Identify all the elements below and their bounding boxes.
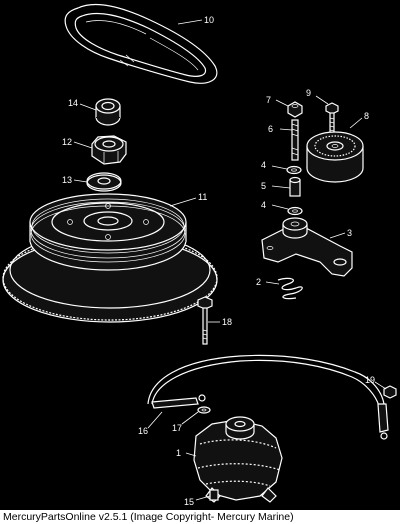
- callout-1: 1: [176, 448, 181, 458]
- callout-14: 14: [68, 98, 78, 108]
- cable-nut-part[interactable]: [383, 385, 397, 399]
- idler-bracket-part[interactable]: [261, 217, 353, 277]
- washer-part[interactable]: [86, 172, 122, 192]
- copyright-footer: MercuryPartsOnline v2.5.1 (Image Copyrig…: [0, 510, 400, 524]
- callout-4-lower: 4: [261, 200, 266, 210]
- callout-12: 12: [62, 137, 72, 147]
- callout-3: 3: [347, 228, 352, 238]
- spacer-bushing-part[interactable]: [95, 98, 121, 126]
- stud-part[interactable]: [291, 119, 299, 161]
- terminal-nut-part[interactable]: [197, 406, 211, 414]
- alternator-bolt-part[interactable]: [197, 296, 213, 345]
- callout-2: 2: [256, 277, 261, 287]
- callout-16: 16: [138, 426, 148, 436]
- callout-15: 15: [184, 497, 194, 507]
- idler-pulley-part[interactable]: [306, 131, 364, 183]
- small-nut-part[interactable]: [287, 101, 303, 118]
- callout-13: 13: [62, 175, 72, 185]
- callout-7: 7: [266, 95, 271, 105]
- callout-17: 17: [172, 423, 182, 433]
- callout-19: 19: [365, 375, 375, 385]
- spacer-sleeve-part[interactable]: [289, 176, 301, 197]
- callout-4-upper: 4: [261, 160, 266, 170]
- callout-5: 5: [261, 181, 266, 191]
- callout-8: 8: [364, 111, 369, 121]
- battery-cable-part[interactable]: [147, 354, 389, 440]
- spacer-washer-upper-part[interactable]: [286, 165, 302, 175]
- callout-11: 11: [198, 192, 207, 202]
- flywheel-part[interactable]: [2, 193, 218, 323]
- callout-18: 18: [222, 317, 232, 327]
- callout-10: 10: [204, 15, 214, 25]
- callout-6: 6: [268, 124, 273, 134]
- nut-part[interactable]: [91, 135, 127, 165]
- alternator-part[interactable]: [193, 416, 283, 503]
- terminal-screw-part[interactable]: [209, 489, 219, 501]
- callout-9: 9: [306, 88, 311, 98]
- drive-belt-part[interactable]: [64, 3, 218, 84]
- tension-spring-part[interactable]: [277, 277, 303, 300]
- spacer-washer-lower-part[interactable]: [287, 206, 303, 216]
